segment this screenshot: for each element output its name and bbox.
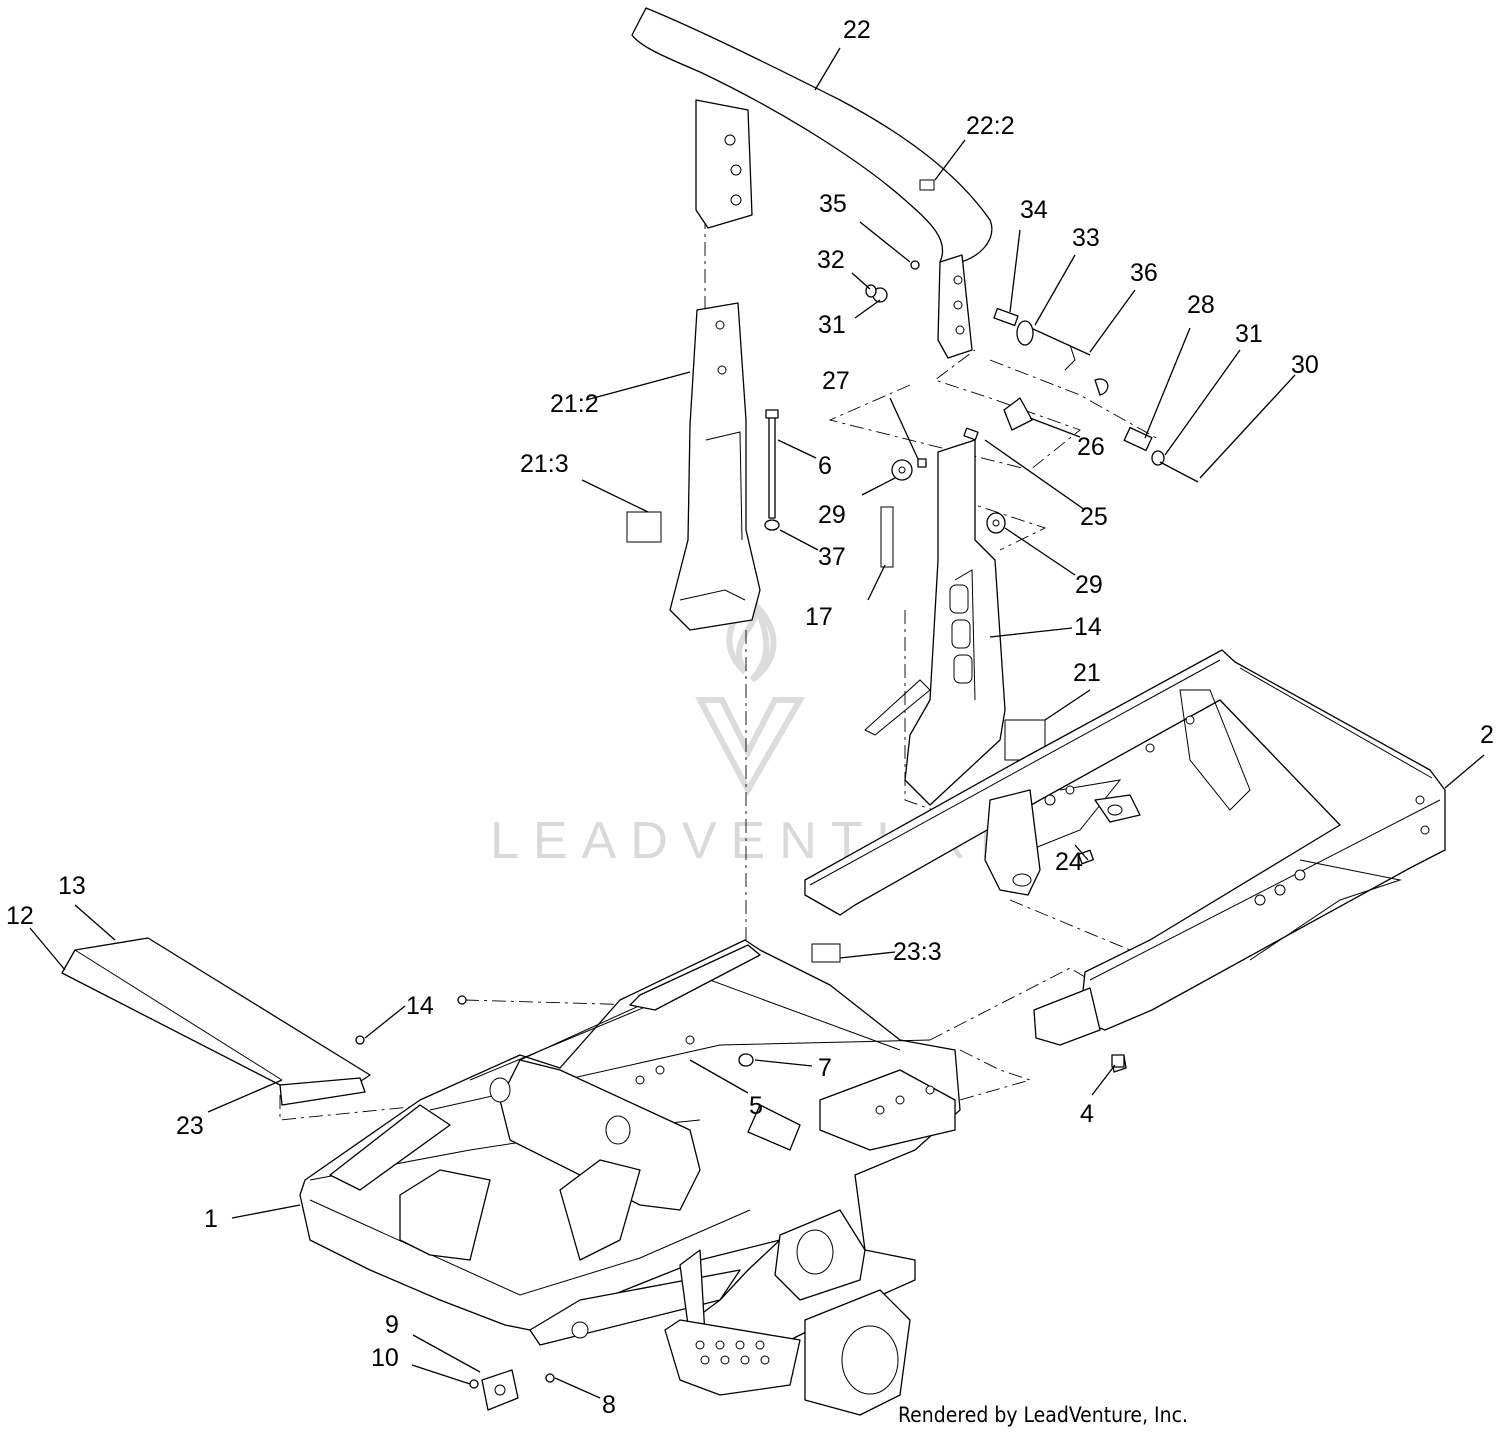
callout-31-left: 31: [818, 311, 846, 339]
callout-35: 35: [819, 190, 847, 218]
callout-12: 12: [6, 902, 34, 930]
bolt-and-washer: [764, 409, 780, 531]
decal-22-2: [626, 511, 662, 543]
render-credit: Rendered by LeadVenture, Inc.: [898, 1403, 1188, 1427]
callout-14-top: 14: [406, 992, 434, 1020]
callout-23: 22: [843, 16, 871, 44]
callout-17: 23:3: [893, 938, 942, 966]
decal-23-3: [919, 179, 935, 191]
callout-29-left: 29: [818, 501, 846, 529]
callout-10: 10: [371, 1344, 399, 1372]
rops-upper-hoop: [631, 7, 993, 359]
callout-24: 24: [1055, 848, 1083, 876]
callout-1: 1: [204, 1205, 218, 1233]
hardware: [865, 260, 1199, 534]
watermark-v-logo-icon: [695, 697, 806, 797]
small-hardware: [355, 995, 1125, 1411]
callout-31-right: 31: [1235, 320, 1263, 348]
rops-left-post: [626, 302, 761, 631]
watermark-flame-icon: [726, 595, 777, 683]
callout-23-3: 22:2: [966, 112, 1015, 140]
callout-29-right: 29: [1075, 571, 1103, 599]
rops-right-post: [864, 439, 1046, 806]
callout-8: 9: [385, 1311, 399, 1339]
callout-14-bottom: 23: [176, 1112, 204, 1140]
callout-34: 34: [1020, 196, 1048, 224]
callout-5: 5: [749, 1092, 763, 1120]
callout-22-2: 21:3: [520, 450, 569, 478]
callout-21: 14: [1074, 613, 1102, 641]
callout-30: 30: [1291, 351, 1319, 379]
decal-21-2: [880, 506, 894, 568]
callout-36: 36: [1130, 259, 1158, 287]
callout-9: 8: [602, 1391, 616, 1419]
callout-28: 28: [1187, 291, 1215, 319]
callout-21-2: 17: [805, 603, 833, 631]
callout-6: 6: [818, 452, 832, 480]
leader-lines: [29, 47, 1485, 1399]
callout-22: 21:2: [550, 390, 599, 418]
decal-17: [811, 943, 841, 963]
callout-26: 26: [1077, 433, 1105, 461]
callout-33: 33: [1072, 224, 1100, 252]
callout-32: 32: [817, 246, 845, 274]
callouts: 22 22:2 35 34 33 32 36 28 31 31 30 27 21…: [6, 16, 1494, 1419]
rear-frame: [804, 649, 1446, 1073]
front-frame: [299, 939, 961, 1416]
callout-37: 37: [818, 543, 846, 571]
floor-pan: [61, 937, 371, 1106]
callout-7: 7: [818, 1054, 832, 1082]
callout-21-3: 21: [1073, 659, 1101, 687]
callout-2: 2: [1480, 721, 1494, 749]
callout-25: 25: [1080, 503, 1108, 531]
callout-27: 27: [822, 367, 850, 395]
callout-13: 13: [58, 872, 86, 900]
callout-4: 4: [1080, 1100, 1094, 1128]
